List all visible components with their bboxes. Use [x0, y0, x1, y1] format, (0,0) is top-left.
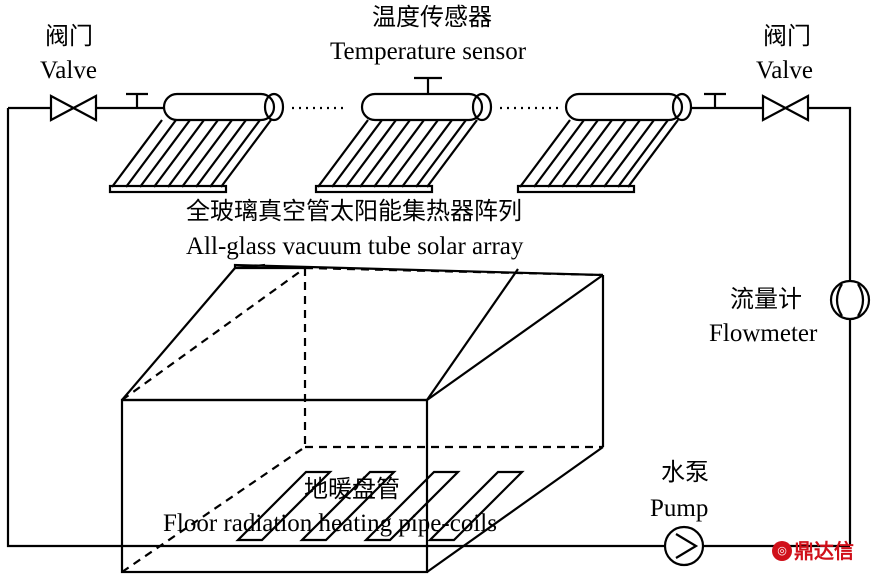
solar-array-label-cn: 全玻璃真空管太阳能集热器阵列: [186, 199, 522, 225]
flowmeter-icon: [829, 279, 871, 321]
solar-array-label-en: All-glass vacuum tube solar array: [186, 233, 524, 260]
valve-left-label-en: Valve: [40, 57, 97, 84]
pump-label-en: Pump: [650, 495, 709, 522]
temperature-sensor-label-en: Temperature sensor: [330, 38, 527, 65]
watermark-icon: ◎: [772, 541, 792, 561]
valve-right-label-cn: 阀门: [763, 24, 811, 50]
building-box: [120, 263, 605, 574]
pipe-fitting-right: [704, 92, 726, 108]
watermark-text: 鼎达信: [794, 539, 854, 563]
pipe-loop: [6, 106, 852, 548]
pipe-fitting-left: [126, 92, 148, 108]
valve-left-icon: [49, 94, 98, 122]
temperature-sensor-icon: [414, 76, 442, 93]
pump-label-cn: 水泵: [661, 460, 709, 486]
temperature-sensor-label-cn: 温度传感器: [372, 5, 492, 31]
valve-right-icon: [761, 94, 810, 122]
solar-collector-2: [314, 92, 493, 194]
solar-collector-3: [516, 92, 693, 194]
floor-coils-label-cn: 地暖盘管: [304, 477, 400, 503]
floor-coils-label-en: Floor radiation heating pipe-coils: [163, 510, 497, 537]
watermark-logo: ◎鼎达信: [772, 541, 854, 561]
valve-right-label-en: Valve: [756, 57, 813, 84]
solar-collector-1: [108, 92, 285, 194]
valve-left-label-cn: 阀门: [45, 24, 93, 50]
floor-pipe-coils: [235, 470, 525, 542]
flowmeter-label-cn: 流量计: [730, 287, 802, 313]
flowmeter-label-en: Flowmeter: [709, 320, 818, 347]
pump-icon: [663, 525, 705, 567]
